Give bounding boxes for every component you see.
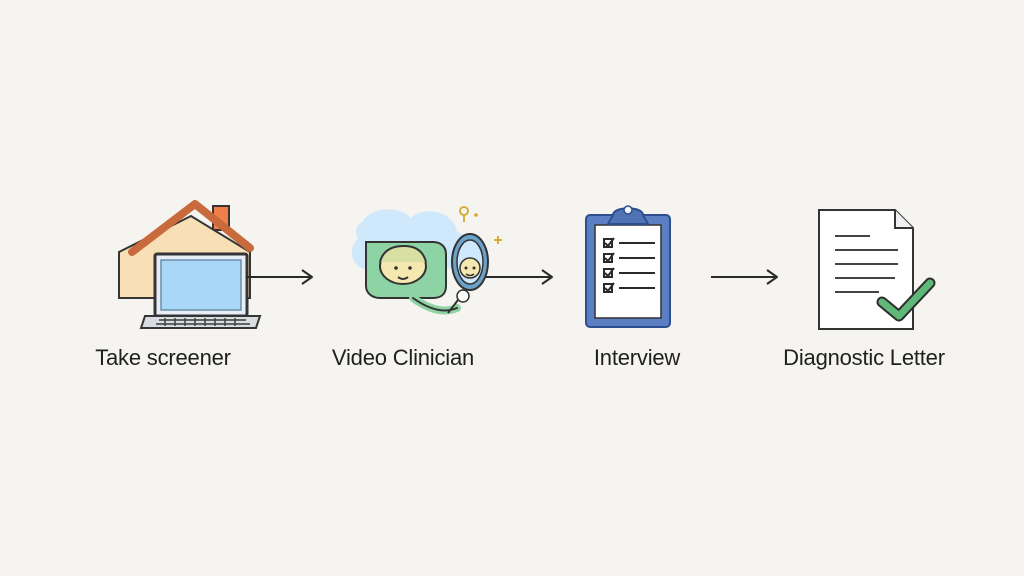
step-label: Video Clinician <box>331 345 475 370</box>
step-video-clinician: Video Clinician <box>293 198 513 388</box>
flow-arrow-2 <box>484 266 556 288</box>
step-diagnostic-letter: Diagnostic Letter <box>754 198 974 388</box>
step-take-screener: Take screener <box>53 198 273 388</box>
clipboard-checklist-icon <box>527 198 747 338</box>
step-label: Diagnostic Letter <box>783 345 945 370</box>
step-label: Interview <box>593 345 681 370</box>
step-label: Take screener <box>95 345 231 370</box>
house-laptop-icon <box>53 198 273 338</box>
flow-arrow-1 <box>244 266 316 288</box>
flow-arrow-3 <box>709 266 781 288</box>
document-check-icon <box>754 198 974 338</box>
step-interview: Interview <box>527 198 747 388</box>
video-call-icon <box>293 198 513 338</box>
